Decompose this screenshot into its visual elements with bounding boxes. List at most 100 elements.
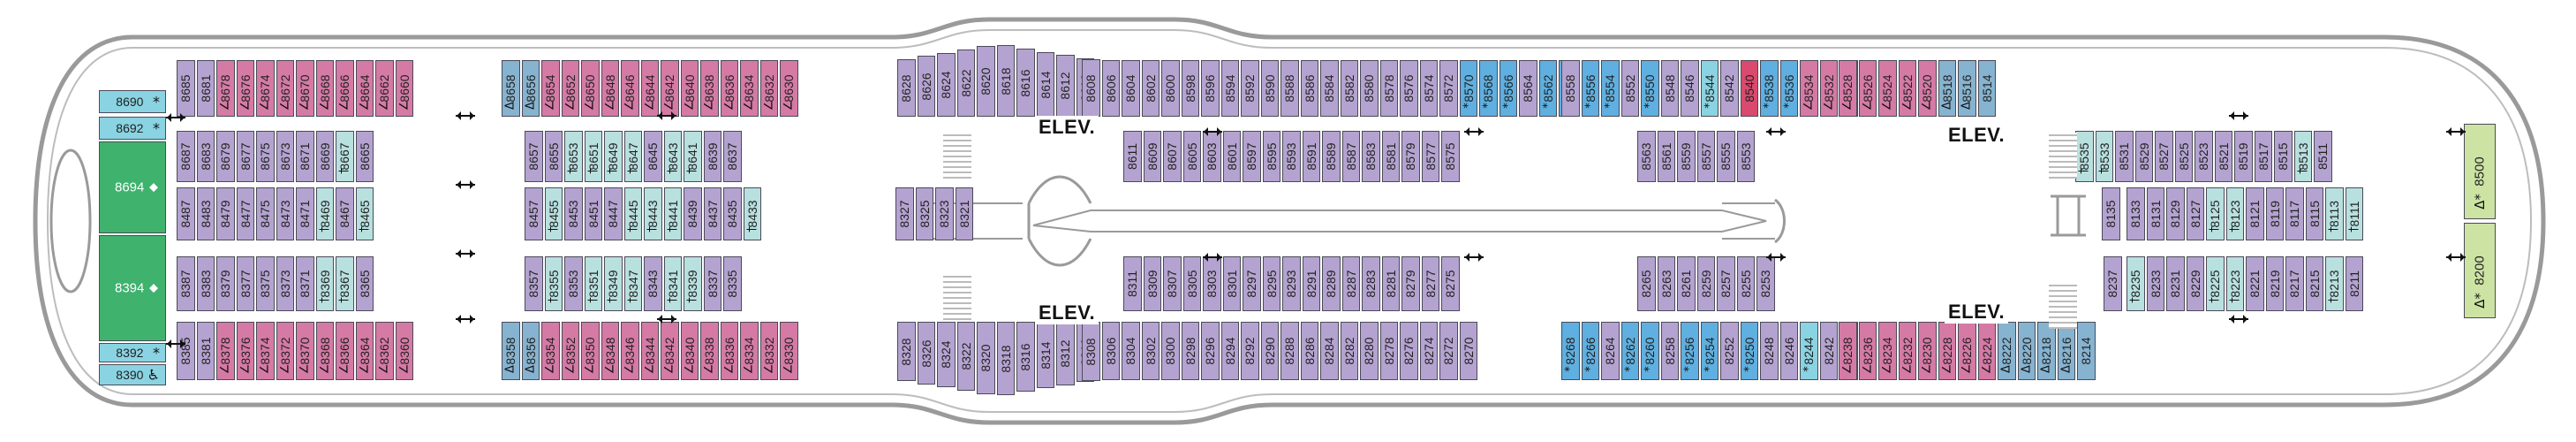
cabin-8302[interactable]: 8302: [1141, 322, 1160, 380]
cabin-8127[interactable]: 8127: [2186, 187, 2204, 240]
cabin-8532[interactable]: 8532∠: [1819, 60, 1838, 117]
cabin-8298[interactable]: 8298: [1181, 322, 1199, 380]
cabin-8341[interactable]: 8341†: [663, 256, 682, 311]
cabin-8471[interactable]: 8471: [296, 187, 314, 240]
cabin-8660[interactable]: 8660∠: [395, 60, 413, 117]
cabin-8275[interactable]: 8275: [1441, 256, 1460, 311]
cabin-8694[interactable]: 8694◆: [99, 141, 166, 233]
cabin-8280[interactable]: 8280: [1360, 322, 1379, 380]
cabin-8232[interactable]: 8232∠: [1898, 322, 1916, 380]
cabin-8307[interactable]: 8307: [1163, 256, 1182, 311]
cabin-8538[interactable]: 8538*: [1760, 60, 1779, 117]
cabin-8578[interactable]: 8578: [1379, 60, 1398, 117]
cabin-8231[interactable]: 8231: [2166, 256, 2185, 311]
cabin-8683[interactable]: 8683: [196, 131, 215, 182]
cabin-8667[interactable]: 8667†: [336, 131, 354, 182]
cabin-8367[interactable]: 8367†: [336, 256, 354, 311]
cabin-8262[interactable]: 8262*: [1620, 322, 1639, 380]
cabin-8131[interactable]: 8131: [2146, 187, 2164, 240]
cabin-8598[interactable]: 8598: [1181, 60, 1199, 117]
cabin-8467[interactable]: 8467: [336, 187, 354, 240]
cabin-8642[interactable]: 8642∠: [661, 60, 679, 117]
cabin-8355[interactable]: 8355†: [544, 256, 563, 311]
cabin-8244[interactable]: 8244*: [1800, 322, 1818, 380]
cabin-8312[interactable]: 8312: [1056, 322, 1075, 385]
cabin-8564[interactable]: 8564: [1519, 60, 1537, 117]
cabin-8437[interactable]: 8437: [703, 187, 721, 240]
cabin-8339[interactable]: 8339†: [684, 256, 702, 311]
cabin-8473[interactable]: 8473: [276, 187, 294, 240]
cabin-8371[interactable]: 8371: [296, 256, 314, 311]
cabin-8211[interactable]: 8211: [2345, 256, 2363, 311]
cabin-8679[interactable]: 8679: [216, 131, 235, 182]
cabin-8517[interactable]: 8517: [2254, 131, 2272, 182]
cabin-8277[interactable]: 8277: [1421, 256, 1439, 311]
cabin-8288[interactable]: 8288: [1280, 322, 1299, 380]
cabin-8252[interactable]: 8252: [1720, 322, 1739, 380]
cabin-8306[interactable]: 8306: [1101, 322, 1120, 380]
cabin-8519[interactable]: 8519: [2234, 131, 2253, 182]
cabin-8455[interactable]: 8455†: [544, 187, 563, 240]
cabin-8360[interactable]: 8360∠: [395, 322, 413, 380]
cabin-8379[interactable]: 8379: [216, 256, 235, 311]
cabin-8604[interactable]: 8604: [1122, 60, 1140, 117]
cabin-8447[interactable]: 8447: [604, 187, 623, 240]
cabin-8644[interactable]: 8644∠: [640, 60, 659, 117]
cabin-8601[interactable]: 8601: [1222, 131, 1241, 182]
cabin-8323[interactable]: 8323: [935, 187, 954, 240]
cabin-8225[interactable]: 8225†: [2206, 256, 2225, 311]
cabin-8214[interactable]: 8214: [2077, 322, 2096, 380]
cabin-8352[interactable]: 8352∠: [561, 322, 579, 380]
cabin-8665[interactable]: 8665: [355, 131, 374, 182]
cabin-8217[interactable]: 8217: [2285, 256, 2304, 311]
cabin-8577[interactable]: 8577: [1421, 131, 1439, 182]
cabin-8129[interactable]: 8129: [2166, 187, 2185, 240]
cabin-8375[interactable]: 8375: [256, 256, 275, 311]
cabin-8558[interactable]: 8558: [1561, 60, 1580, 117]
cabin-8250[interactable]: 8250*: [1740, 322, 1758, 380]
cabin-8387[interactable]: 8387: [177, 256, 195, 311]
cabin-8595[interactable]: 8595: [1262, 131, 1280, 182]
cabin-8284[interactable]: 8284: [1320, 322, 1339, 380]
cabin-8616[interactable]: 8616: [1016, 49, 1035, 117]
cabin-8646[interactable]: 8646∠: [621, 60, 639, 117]
cabin-8603[interactable]: 8603: [1203, 131, 1221, 182]
cabin-8311[interactable]: 8311: [1123, 256, 1142, 311]
cabin-8353[interactable]: 8353: [564, 256, 583, 311]
cabin-8377[interactable]: 8377: [236, 256, 254, 311]
cabin-8394[interactable]: 8394◆: [99, 235, 166, 341]
cabin-8324[interactable]: 8324: [937, 322, 956, 387]
cabin-8327[interactable]: 8327: [895, 187, 914, 240]
cabin-8135[interactable]: 8135: [2102, 187, 2120, 240]
cabin-8228[interactable]: 8228∠: [1938, 322, 1956, 380]
cabin-8483[interactable]: 8483: [196, 187, 215, 240]
cabin-8662[interactable]: 8662∠: [375, 60, 394, 117]
cabin-8309[interactable]: 8309: [1143, 256, 1161, 311]
cabin-8457[interactable]: 8457: [525, 187, 543, 240]
cabin-8626[interactable]: 8626: [917, 56, 935, 117]
cabin-8588[interactable]: 8588: [1280, 60, 1299, 117]
cabin-8589[interactable]: 8589: [1322, 131, 1341, 182]
cabin-8376[interactable]: 8376∠: [236, 322, 254, 380]
cabin-8349[interactable]: 8349†: [604, 256, 623, 311]
cabin-8542[interactable]: 8542: [1720, 60, 1739, 117]
cabin-8248[interactable]: 8248: [1760, 322, 1779, 380]
cabin-8529[interactable]: 8529: [2134, 131, 2153, 182]
cabin-8289[interactable]: 8289: [1322, 256, 1341, 311]
cabin-8583[interactable]: 8583: [1362, 131, 1380, 182]
cabin-8268[interactable]: 8268*: [1561, 322, 1580, 380]
cabin-8362[interactable]: 8362∠: [375, 322, 394, 380]
cabin-8303[interactable]: 8303: [1203, 256, 1221, 311]
cabin-8608[interactable]: 8608: [1082, 59, 1100, 117]
cabin-8581[interactable]: 8581: [1381, 131, 1400, 182]
cabin-8115[interactable]: 8115: [2305, 187, 2323, 240]
cabin-8526[interactable]: 8526∠: [1858, 60, 1877, 117]
cabin-8451[interactable]: 8451: [584, 187, 602, 240]
cabin-8544[interactable]: 8544*: [1700, 60, 1719, 117]
cabin-8235[interactable]: 8235†: [2127, 256, 2145, 311]
